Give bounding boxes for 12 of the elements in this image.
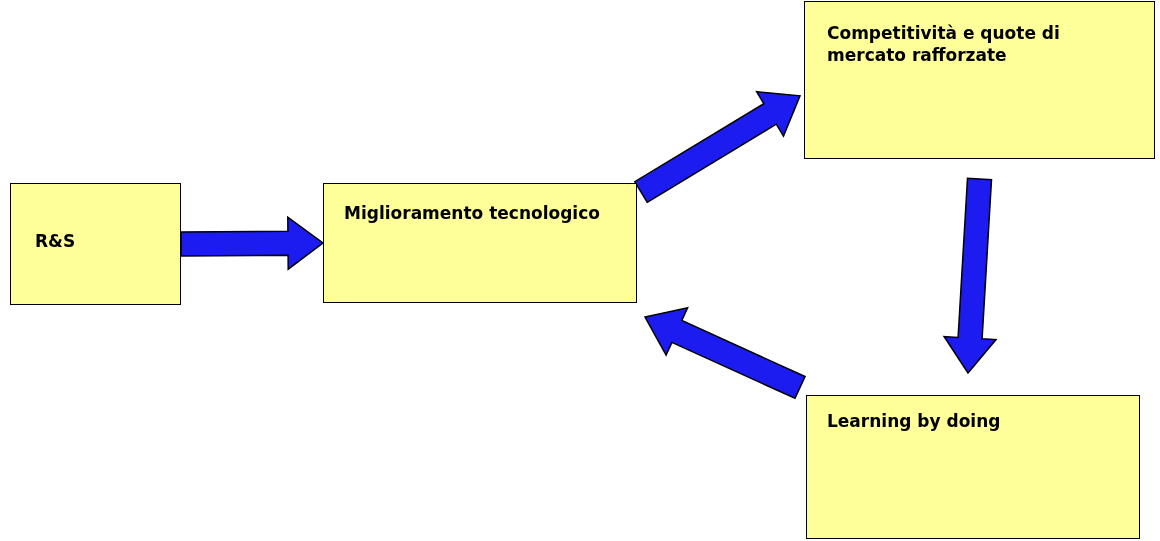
box-label: Miglioramento tecnologico <box>344 202 601 224</box>
process-box <box>804 1 1155 159</box>
box-label: Learning by doing <box>827 410 1002 432</box>
process-box <box>10 183 181 305</box>
process-box <box>323 183 637 303</box>
box-label: R&S <box>35 230 77 252</box>
block-arrow <box>180 215 325 271</box>
box-label: Competitività e quote di mercato rafforzate <box>827 22 1061 66</box>
block-arrow <box>942 177 998 375</box>
block-arrow <box>643 306 806 400</box>
block-arrow <box>633 90 802 204</box>
process-box <box>806 395 1140 539</box>
